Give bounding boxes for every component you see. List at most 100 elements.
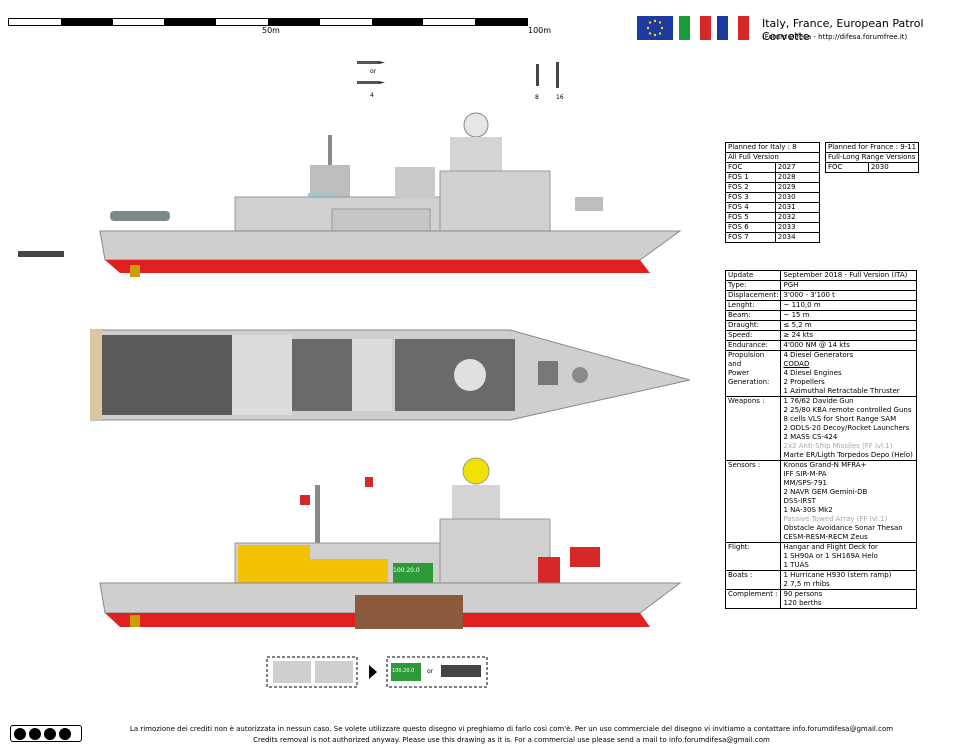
row-year: 2027 [774,162,821,173]
module-swap-diagram [266,656,488,688]
footer-english: Credits removal is not authorized anyway… [253,736,770,744]
scale-label-50m: 50m [262,26,280,35]
module-swap-or: or [427,668,434,675]
footer-italian: La rimozione dei crediti non è autorizza… [129,725,894,733]
weapon-line: 1 76/62 Davide Gun [783,397,854,405]
spec-value: 1 76/62 Davide Gun 2 25/80 KBA remote co… [780,396,917,461]
prop-line: CODAD [783,360,810,368]
prop-line: 2 Propellers [783,378,825,386]
row-year: 2031 [774,202,821,213]
prop-key-2: and [728,360,742,368]
row-year: 2034 [774,232,821,243]
vls-missile-icons [536,62,559,88]
spec-value: 4 Diesel Generators CODAD 4 Diesel Engin… [780,350,917,397]
sensor-line: MM/SPS-791 [783,479,827,487]
sensor-line: DSS-IRST [783,497,816,505]
spec-value: 4'000 NM @ 14 kts [780,340,917,351]
spec-key: Propulsion and Power Generation: [724,350,782,397]
row-year: 2028 [774,172,821,183]
row-year: 2030 [867,162,920,173]
row-label: FOS 7 [725,232,776,243]
row-label: FOS 5 [725,212,776,223]
spec-value: ~ 15 m [780,310,917,321]
sensor-line: IFF SIR-M-PA [783,470,827,478]
spec-key: Update [724,270,782,281]
complement-line: 120 berths [783,599,822,607]
row-label: FOS 2 [725,182,776,193]
spec-key: Beam: [724,310,782,321]
row-label: FOC [725,162,776,173]
weapon-line: 8 cells VLS for Short Range SAM [783,415,897,423]
flight-line: Hangar and Flight Deck for [783,543,878,551]
spec-key: Draught: [724,320,782,331]
italy-table-version: All Full Version [725,152,820,163]
missile-icons [357,61,385,84]
module-swap-label: 100.20.0 [392,668,415,674]
boat-line: 2 7,5 m rhibs [783,580,830,588]
spec-key: Type: [724,280,782,291]
spec-key: Boats : [724,570,782,590]
boat-line: 1 Hurricane H930 (stern ramp) [783,571,892,579]
row-label: FOS 4 [725,202,776,213]
sensor-line: 1 NA-30S Mk2 [783,506,833,514]
ship-profile-view [18,112,682,277]
france-plan-table: Planned for France : 9-11 Full-Long Rang… [824,142,920,173]
spec-key: Speed: [724,330,782,341]
spec-value: ≤ 5,2 m [780,320,917,331]
prop-key-1: Propulsion [728,351,765,359]
missile-8-label: 8 [535,94,539,101]
ship-top-view [90,329,690,421]
row-label: FOS 6 [725,222,776,233]
cc-license-icon [10,725,82,742]
spec-value: ~ 110,0 m [780,300,917,311]
spec-value: ≥ 24 kts [780,330,917,341]
flight-line: 1 TUAS [783,561,809,569]
sensor-line-option: Passive Towed Array (FF lvl.1) [783,515,888,523]
flight-line: 1 SH90A or 1 SH169A Helo [783,552,878,560]
prop-key-4: Generation: [728,378,770,386]
weapon-line: 2 MASS CS-424 [783,433,838,441]
scale-label-100m: 100m [528,26,552,35]
row-label: FOS 3 [725,192,776,203]
flags [637,16,750,40]
row-year: 2029 [774,182,821,193]
weapon-line: 2 25/80 KBA remote controlled Guns [783,406,912,414]
italy-plan-table: Planned for Italy : 8 All Full Version F… [725,142,821,243]
sensor-line: CESM-RESM-RECM Zeus [783,533,868,541]
prop-line: 4 Diesel Generators [783,351,854,359]
italy-flag-icon [679,16,712,40]
spec-value: 1 Hurricane H930 (stern ramp) 2 7,5 m rh… [780,570,917,590]
missile-count-label: 4 [370,92,374,99]
france-flag-icon [717,16,750,40]
row-year: 2030 [774,192,821,203]
row-year: 2032 [774,212,821,223]
spec-value: Hangar and Flight Deck for 1 SH90A or 1 … [780,542,917,571]
spec-value: PGH [780,280,917,291]
row-label: FOC [825,162,869,173]
france-table-version: Full-Long Range Versions [824,152,920,163]
prop-line: 4 Diesel Engines [783,369,842,377]
missile-or-label: or [370,68,377,75]
page-title: Italy, France, European Patrol Corvette [762,17,924,43]
italy-table-title: Planned for Italy : 8 [725,142,820,153]
page-subtitle: (Forum Difesa - http://difesa.forumfree.… [762,33,908,41]
sensor-line: Obstacle Avoidance Sonar Thesan [783,524,903,532]
spec-value: September 2018 - Full Version (ITA) [780,270,917,281]
spec-value: 3'000 - 3'100 t [780,290,917,301]
ship-section-view [99,457,682,629]
module-label: 100.20.0 [393,567,420,574]
spec-value: 90 persons 120 berths [780,589,917,609]
row-label: FOS 1 [725,172,776,183]
eu-flag-icon [637,16,673,40]
scale-bar [8,18,528,26]
